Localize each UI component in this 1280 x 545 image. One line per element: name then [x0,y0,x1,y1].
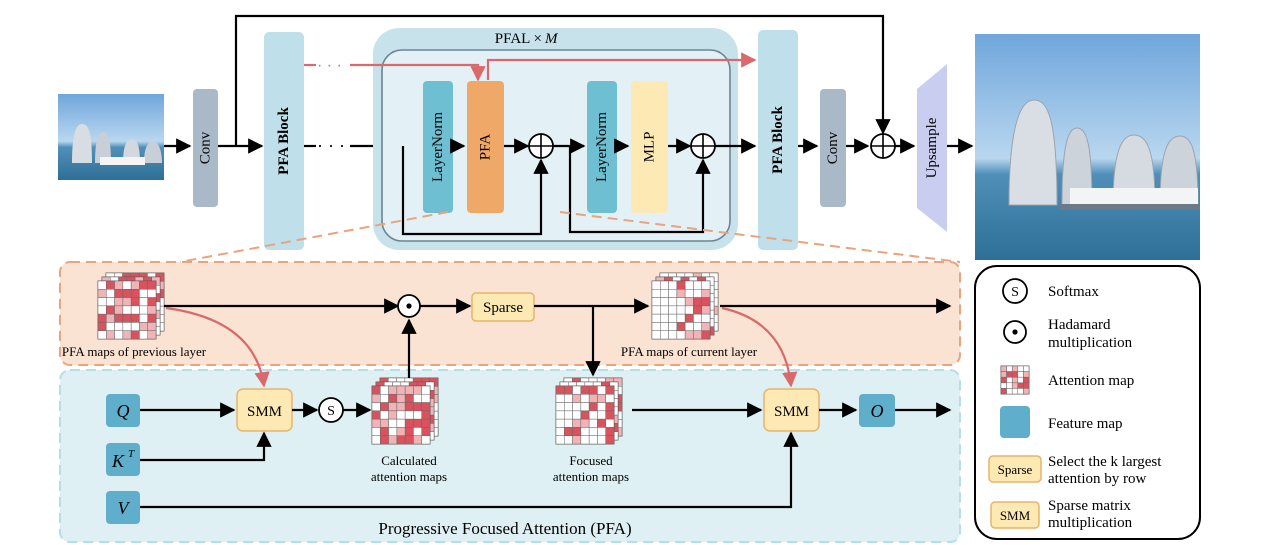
pfa-block-right [758,30,798,250]
pfal-title: PFAL × [495,31,542,47]
pfa-block-left [264,32,304,250]
pfa-block-left-label: PFA Block [276,107,292,175]
ellipsis-dots: · · · [317,135,345,155]
pfa-caption: Progressive Focused Attention (PFA) [378,519,631,538]
layernorm-2-box [587,81,617,213]
legend-hadamard-icon [1003,320,1027,344]
q-feature-map [106,394,140,427]
layernorm-1-label: LayerNorm [430,112,446,182]
legend-sparse-line1: Select the k largest [1048,454,1162,470]
smm-left-label: SMM [247,404,282,420]
pfa-maps-current-label: PFA maps of current layer [621,344,758,359]
legend-sparse-box-label: Sparse [998,462,1033,477]
residual-add-1 [528,133,554,159]
v-label: V [118,498,131,518]
legend-smm-box-label: SMM [1000,508,1031,523]
q-label: Q [117,401,130,421]
pfa-label: PFA [478,134,494,161]
output-image [975,34,1200,260]
conv-left-box [193,89,218,207]
legend-hadamard-line1: Hadamard [1048,317,1111,333]
o-feature-map [859,394,895,427]
focused-label-line1: Focused [569,453,613,468]
global-skip-connection [234,14,891,146]
v-feature-map [106,491,140,524]
legend-smm-line1: Sparse matrix [1048,498,1131,514]
k-label: K [111,451,125,471]
legend-softmax-symbol: S [1011,285,1019,300]
hadamard-operator [397,294,421,318]
calculated-attention-maps-icon [371,377,439,445]
conv-left-label: Conv [198,131,214,164]
mlp-label: MLP [642,132,658,163]
legend-feature-map-label: Feature map [1048,416,1123,432]
pfa-attention-region [59,369,961,543]
conv-right-box [820,89,846,207]
calculated-label-line1: Calculated [381,453,437,468]
legend-smm-line2: multiplication [1048,515,1133,531]
legend-softmax-icon [1002,278,1028,304]
legend-feature-map-icon [1000,406,1030,438]
focused-label-line2: attention maps [553,469,629,484]
layernorm-1-box [423,81,453,213]
red-attention-path-out [486,52,757,80]
legend-hadamard-line2: multiplication [1048,335,1133,351]
legend-sparse-line2: attention by row [1048,471,1146,487]
legend-smm-icon [990,501,1040,529]
calculated-label-line2: attention maps [371,469,447,484]
upsample-label: Upsample [924,117,940,178]
mlp-box [631,81,668,213]
legend-sparse-icon [988,455,1042,483]
svg-text:· · ·: · · · [317,57,342,74]
upsample-block [917,64,947,232]
sparse-label: Sparse [483,300,523,316]
pfal-m: M [544,31,559,47]
focused-attention-maps-icon [555,377,623,445]
global-residual-add [870,133,896,159]
k-transpose-feature-map [106,443,140,476]
legend-softmax-label: Softmax [1048,284,1099,300]
red-attention-path-in [350,63,486,82]
pfa-block-right-label: PFA Block [770,106,786,174]
pfa-box [467,81,504,213]
smm-right-label: SMM [774,404,809,420]
legend-attention-map-icon [1000,365,1030,395]
input-image [58,94,164,180]
layernorm-2-label: LayerNorm [594,112,610,182]
softmax-symbol: S [327,404,335,419]
k-transpose-sup: T [128,448,135,460]
pfa-maps-previous-label: PFA maps of previous layer [62,344,207,359]
pfa-maps-current-icon [651,272,719,340]
legend-attention-map-label: Attention map [1048,373,1134,389]
o-label: O [871,401,884,421]
pfa-maps-previous-icon [97,272,165,340]
residual-add-2 [690,133,716,159]
conv-right-label: Conv [825,131,841,164]
